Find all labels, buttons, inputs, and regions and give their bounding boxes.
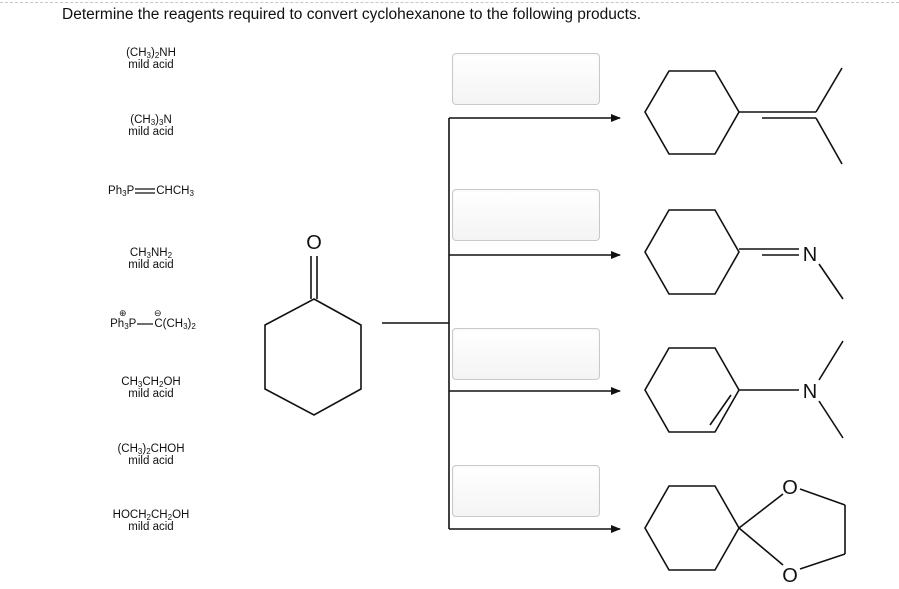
reagent-isopropanol[interactable]: (CH3)2CHOH mild acid bbox=[117, 443, 185, 467]
carbonyl-oxygen-label: O bbox=[306, 232, 322, 254]
product-ketal-structure bbox=[644, 485, 846, 571]
product-alkene-structure bbox=[644, 67, 843, 165]
answer-box-2[interactable] bbox=[452, 189, 600, 241]
reaction-arrows bbox=[449, 114, 621, 533]
ketal-oxygen-top-label: O bbox=[782, 477, 798, 499]
reagent-dimethylamine[interactable]: (CH3)2NH mild acid bbox=[126, 47, 176, 71]
branch-connector bbox=[382, 118, 450, 529]
enamine-nitrogen-label: N bbox=[803, 381, 817, 403]
answer-box-4[interactable] bbox=[452, 465, 600, 517]
reagent-ethylene-glycol[interactable]: HOCH2CH2OH mild acid bbox=[112, 509, 190, 533]
question-text: Determine the reagents required to conve… bbox=[62, 6, 642, 23]
imine-nitrogen-label: N bbox=[803, 244, 817, 266]
cyclohexanone-structure bbox=[264, 256, 362, 416]
reagent-ethanol[interactable]: CH3CH2OH mild acid bbox=[121, 376, 181, 400]
answer-box-3[interactable] bbox=[452, 328, 600, 380]
product-enamine-structure bbox=[644, 340, 844, 439]
reagent-methylamine[interactable]: CH3NH2 mild acid bbox=[128, 247, 174, 271]
reagent-trimethylamine[interactable]: (CH3)3N mild acid bbox=[128, 114, 174, 138]
top-divider bbox=[0, 2, 899, 3]
product-imine-structure bbox=[644, 209, 844, 300]
ketal-oxygen-bottom-label: O bbox=[782, 565, 798, 587]
answer-box-1[interactable] bbox=[452, 53, 600, 105]
